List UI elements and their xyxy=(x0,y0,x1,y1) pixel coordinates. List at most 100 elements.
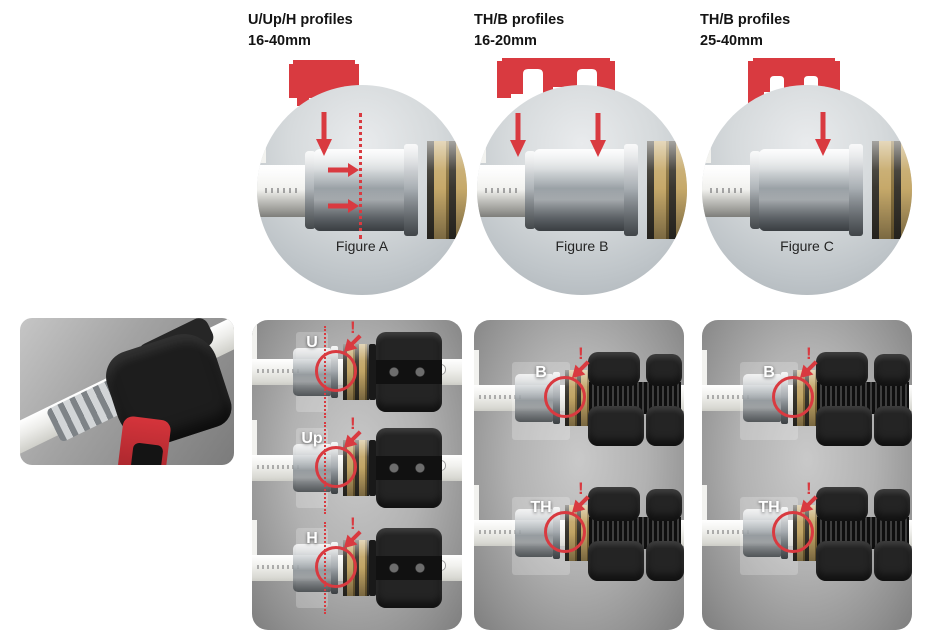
exclamation-icon: ! xyxy=(806,479,812,498)
brass-body xyxy=(647,141,687,239)
brass-body xyxy=(872,141,912,239)
exclamation-icon: ! xyxy=(578,344,584,363)
thb-small-profile-jaw-icon xyxy=(497,58,615,98)
figure-a-title-line2: 16-40mm xyxy=(248,33,311,49)
figure-b-circle xyxy=(477,85,687,295)
figure-a-title: U/Up/H profiles 16-40mm xyxy=(248,10,353,52)
indicator-ring xyxy=(702,485,707,529)
press-jaw-roller xyxy=(874,354,910,386)
arrow-down-left-icon xyxy=(338,528,364,559)
jaw-collar xyxy=(369,440,376,496)
press-row-u: U ! xyxy=(252,320,462,420)
figure-a-title-line1: U/Up/H profiles xyxy=(248,12,353,28)
exclamation-icon: ! xyxy=(806,344,812,363)
fitting-collar xyxy=(404,144,418,236)
arrow-down-icon xyxy=(814,112,832,156)
profile-label-h: H xyxy=(306,530,318,547)
indicator-ring xyxy=(474,485,479,529)
press-jaw-roller xyxy=(588,406,644,446)
jaw-collar xyxy=(369,540,376,596)
arrow-right-icon xyxy=(328,198,360,214)
pipe-print-marks xyxy=(707,395,751,399)
highlight-circle-icon xyxy=(315,350,357,392)
figure-c-title: TH/B profiles 25-40mm xyxy=(700,10,790,52)
indicator-ring xyxy=(252,420,257,464)
figure-b-title: TH/B profiles 16-20mm xyxy=(474,10,564,52)
pipe-print-marks xyxy=(707,530,751,534)
highlight-circle-icon xyxy=(772,376,814,418)
brass-body xyxy=(427,141,467,239)
press-jaw-roller xyxy=(646,354,682,386)
indicator-ring xyxy=(474,350,479,394)
press-row-th: TH ! xyxy=(702,479,912,581)
alignment-dotted-line xyxy=(359,113,362,239)
highlight-circle-icon xyxy=(315,446,357,488)
tool-grip xyxy=(130,442,164,465)
fitting-collar xyxy=(624,144,638,236)
thb-large-profile-jaw-icon xyxy=(748,58,840,104)
indicator-ring xyxy=(477,85,486,163)
arrow-down-left-icon xyxy=(794,358,820,389)
press-jaw-band xyxy=(376,360,442,384)
press-jaw-roller xyxy=(816,352,868,386)
highlight-circle-icon xyxy=(544,376,586,418)
press-tool-photo xyxy=(20,318,234,465)
profile-label-b: B xyxy=(535,364,547,381)
fitting-rim xyxy=(525,151,536,229)
panel-u-up-h: U ! Up ! xyxy=(252,320,462,630)
pipe-print-marks xyxy=(479,395,523,399)
panel-b-th-large: B ! TH ! xyxy=(702,320,912,630)
arrow-down-icon xyxy=(589,113,607,157)
press-sleeve xyxy=(534,149,626,231)
press-jaw-roller xyxy=(588,541,644,581)
indicator-ring xyxy=(252,324,257,368)
highlight-circle-icon xyxy=(772,511,814,553)
figure-c-caption: Figure C xyxy=(780,238,834,254)
press-jaw-roller xyxy=(816,487,868,521)
figure-c-circle xyxy=(702,85,912,295)
arrow-down-left-icon xyxy=(794,493,820,524)
pipe-print-marks xyxy=(710,188,746,193)
arrow-down-left-icon xyxy=(338,428,364,459)
press-jaw-roller xyxy=(874,541,912,581)
figure-b-title-line2: 16-20mm xyxy=(474,33,537,49)
press-jaw-roller xyxy=(646,541,684,581)
arrow-right-icon xyxy=(328,162,360,178)
figure-b-title-line1: TH/B profiles xyxy=(474,12,565,28)
press-sleeve xyxy=(515,509,553,557)
pipe-print-marks xyxy=(485,188,521,193)
indicator-ring xyxy=(702,350,707,394)
profile-label-up: Up xyxy=(301,430,323,447)
press-sleeve xyxy=(759,149,851,231)
press-jaw-roller xyxy=(816,406,872,446)
fitting-rim xyxy=(305,151,316,229)
press-jaw-roller xyxy=(646,489,682,521)
arrow-down-icon xyxy=(315,112,333,156)
indicator-ring xyxy=(252,520,257,564)
press-row-up: Up ! xyxy=(252,414,462,516)
fitting-rim xyxy=(750,151,761,229)
press-jaw-roller xyxy=(816,541,872,581)
exclamation-icon: ! xyxy=(350,514,356,533)
figure-b-caption: Figure B xyxy=(555,238,609,254)
exclamation-icon: ! xyxy=(350,414,356,433)
profile-label-b: B xyxy=(763,364,775,381)
press-row-b: B ! xyxy=(474,344,684,446)
arrow-down-icon xyxy=(509,113,527,157)
press-row-b: B ! xyxy=(702,344,912,446)
highlight-circle-icon xyxy=(315,546,357,588)
press-jaw-roller xyxy=(646,406,684,446)
press-row-h: H ! xyxy=(252,514,462,616)
highlight-circle-icon xyxy=(544,511,586,553)
figure-a-caption: Figure A xyxy=(335,238,389,254)
exclamation-icon: ! xyxy=(350,320,356,337)
exclamation-icon: ! xyxy=(578,479,584,498)
figure-a-circle xyxy=(257,85,467,295)
arrow-down-left-icon xyxy=(338,332,364,363)
pipe-print-marks xyxy=(257,565,301,569)
profile-label-th: TH xyxy=(530,499,552,516)
pipe-print-marks xyxy=(257,465,301,469)
press-row-th: TH ! xyxy=(474,479,684,581)
profile-label-u: U xyxy=(306,334,318,351)
